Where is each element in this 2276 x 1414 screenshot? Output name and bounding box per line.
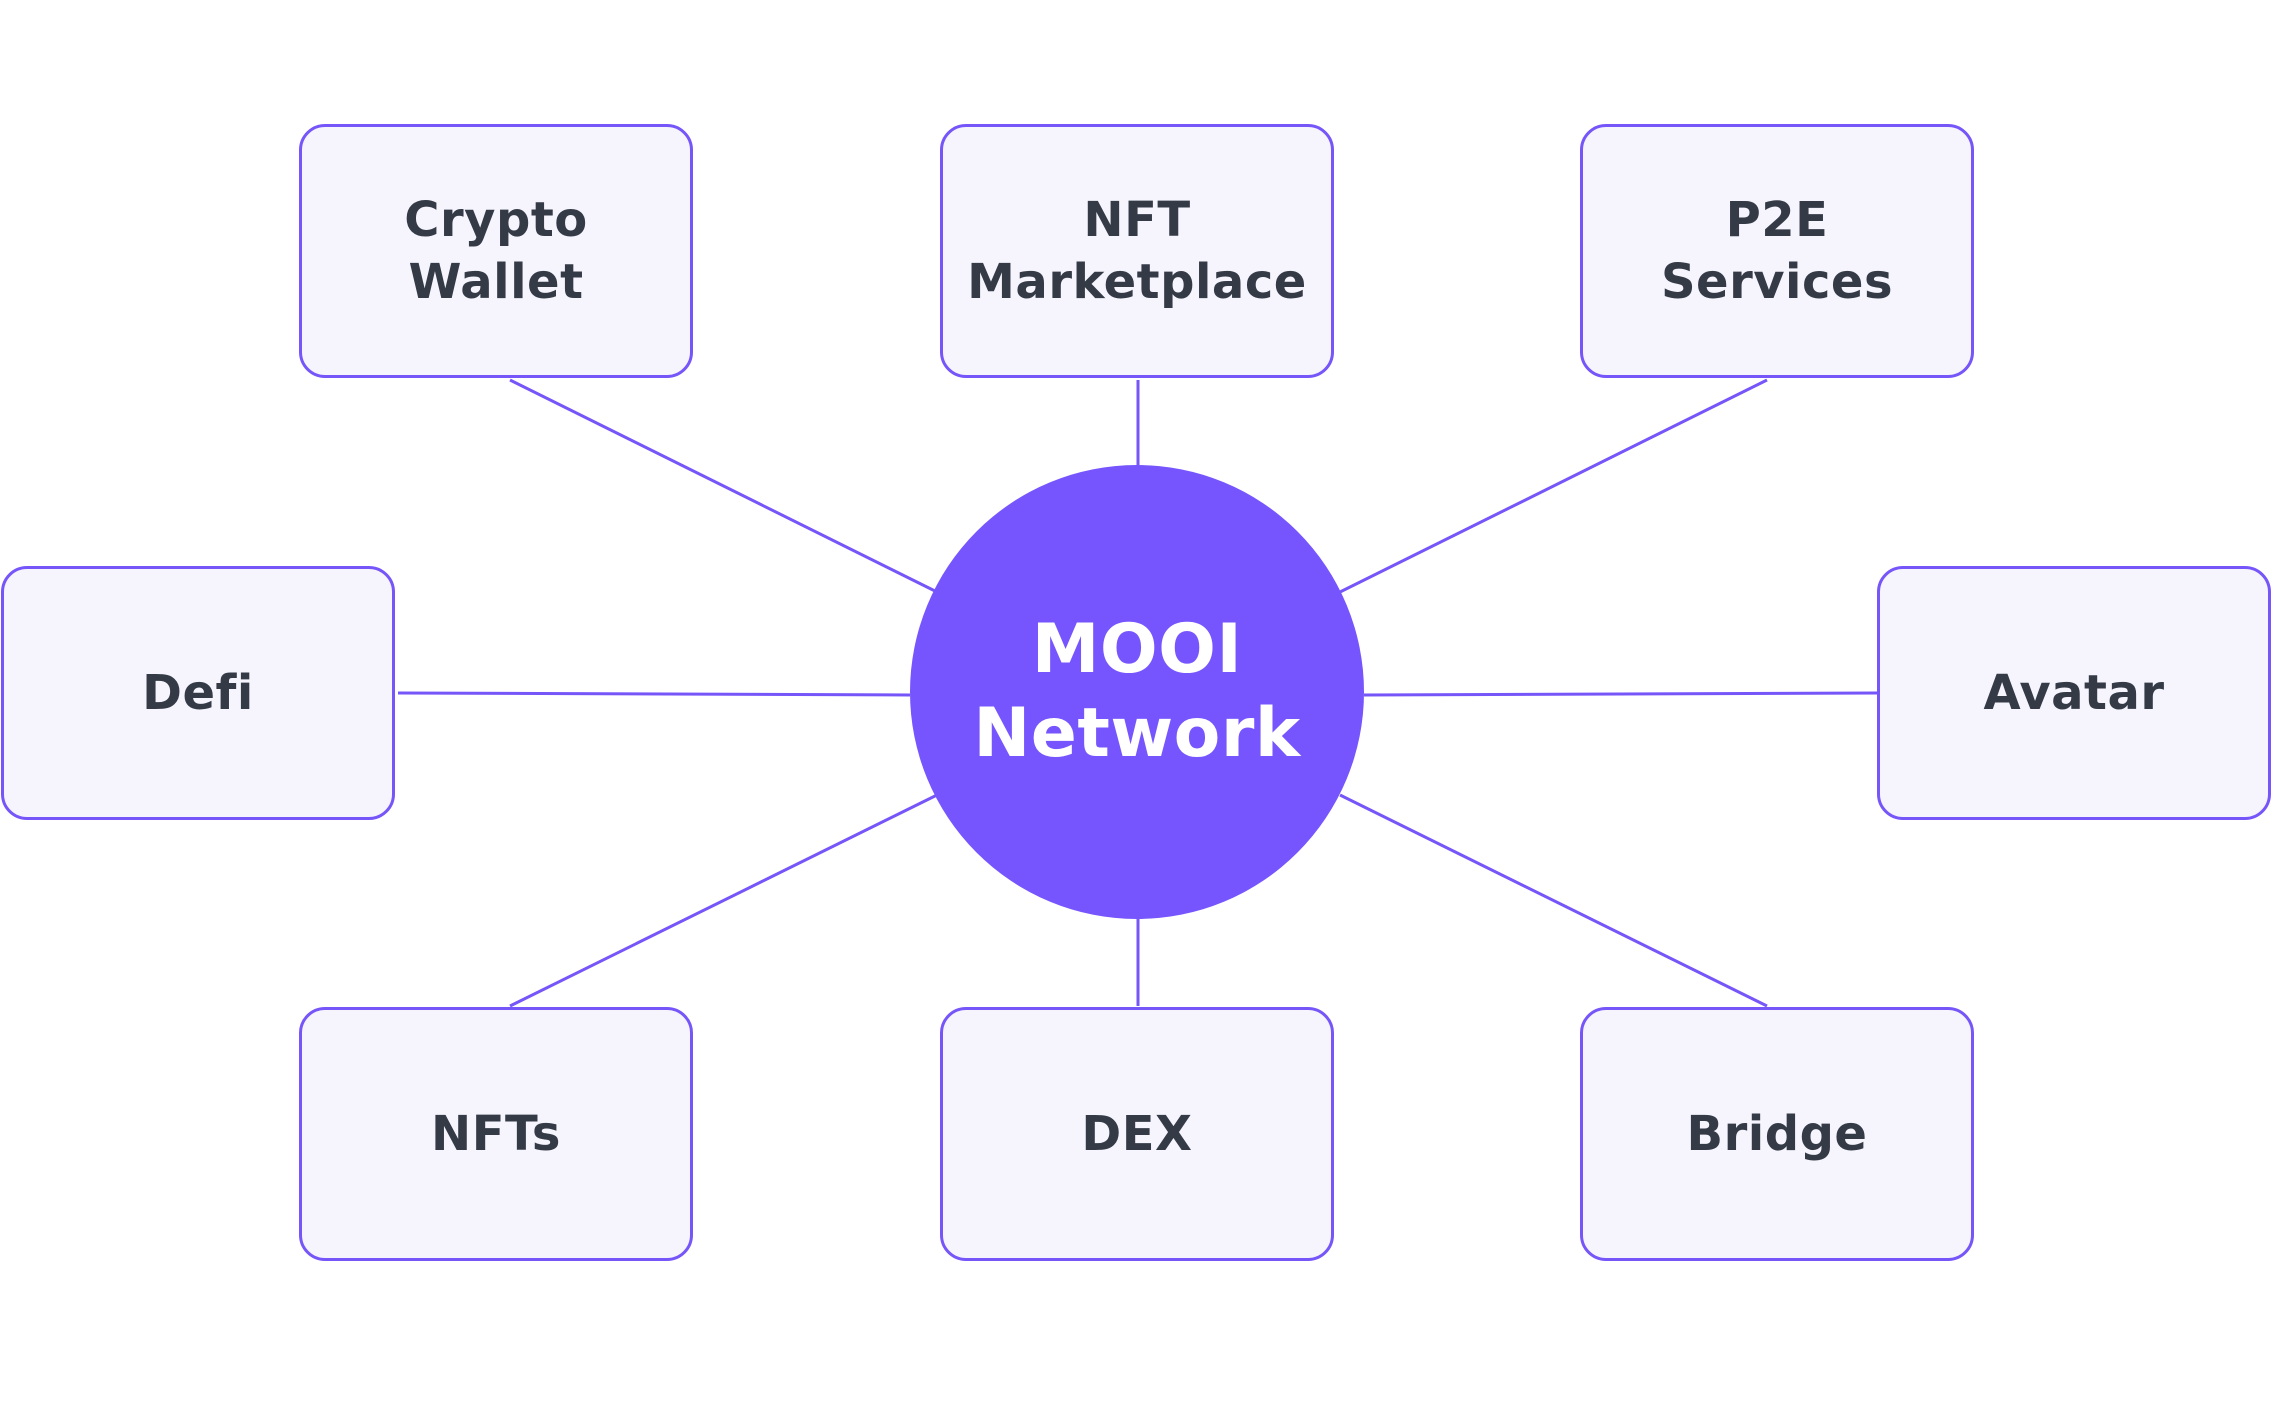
node-avatar: Avatar bbox=[1877, 566, 2271, 820]
node-label: Crypto Wallet bbox=[404, 192, 588, 310]
node-defi: Defi bbox=[1, 566, 395, 820]
node-bridge: Bridge bbox=[1580, 1007, 1974, 1261]
node-label: Avatar bbox=[1983, 665, 2165, 721]
node-label: Bridge bbox=[1686, 1106, 1868, 1162]
connector-nfts bbox=[509, 793, 938, 1008]
connector-defi bbox=[397, 691, 911, 697]
node-label: Defi bbox=[142, 665, 254, 721]
node-nfts: NFTs bbox=[299, 1007, 693, 1261]
node-label: DEX bbox=[1081, 1106, 1193, 1162]
node-crypto-wallet: Crypto Wallet bbox=[299, 124, 693, 378]
node-label: NFT Marketplace bbox=[967, 192, 1307, 310]
center-hub-label: MOOI Network bbox=[973, 610, 1301, 773]
node-nft-marketplace: NFT Marketplace bbox=[940, 124, 1334, 378]
node-dex: DEX bbox=[940, 1007, 1334, 1261]
center-hub: MOOI Network bbox=[910, 465, 1364, 919]
connector-crypto-wallet bbox=[509, 378, 938, 594]
connector-bridge bbox=[1339, 793, 1768, 1008]
connector-avatar bbox=[1363, 691, 1879, 697]
node-p2e-services: P2E Services bbox=[1580, 124, 1974, 378]
connector-p2e-services bbox=[1339, 378, 1768, 594]
node-label: P2E Services bbox=[1660, 192, 1894, 310]
node-label: NFTs bbox=[431, 1106, 561, 1162]
